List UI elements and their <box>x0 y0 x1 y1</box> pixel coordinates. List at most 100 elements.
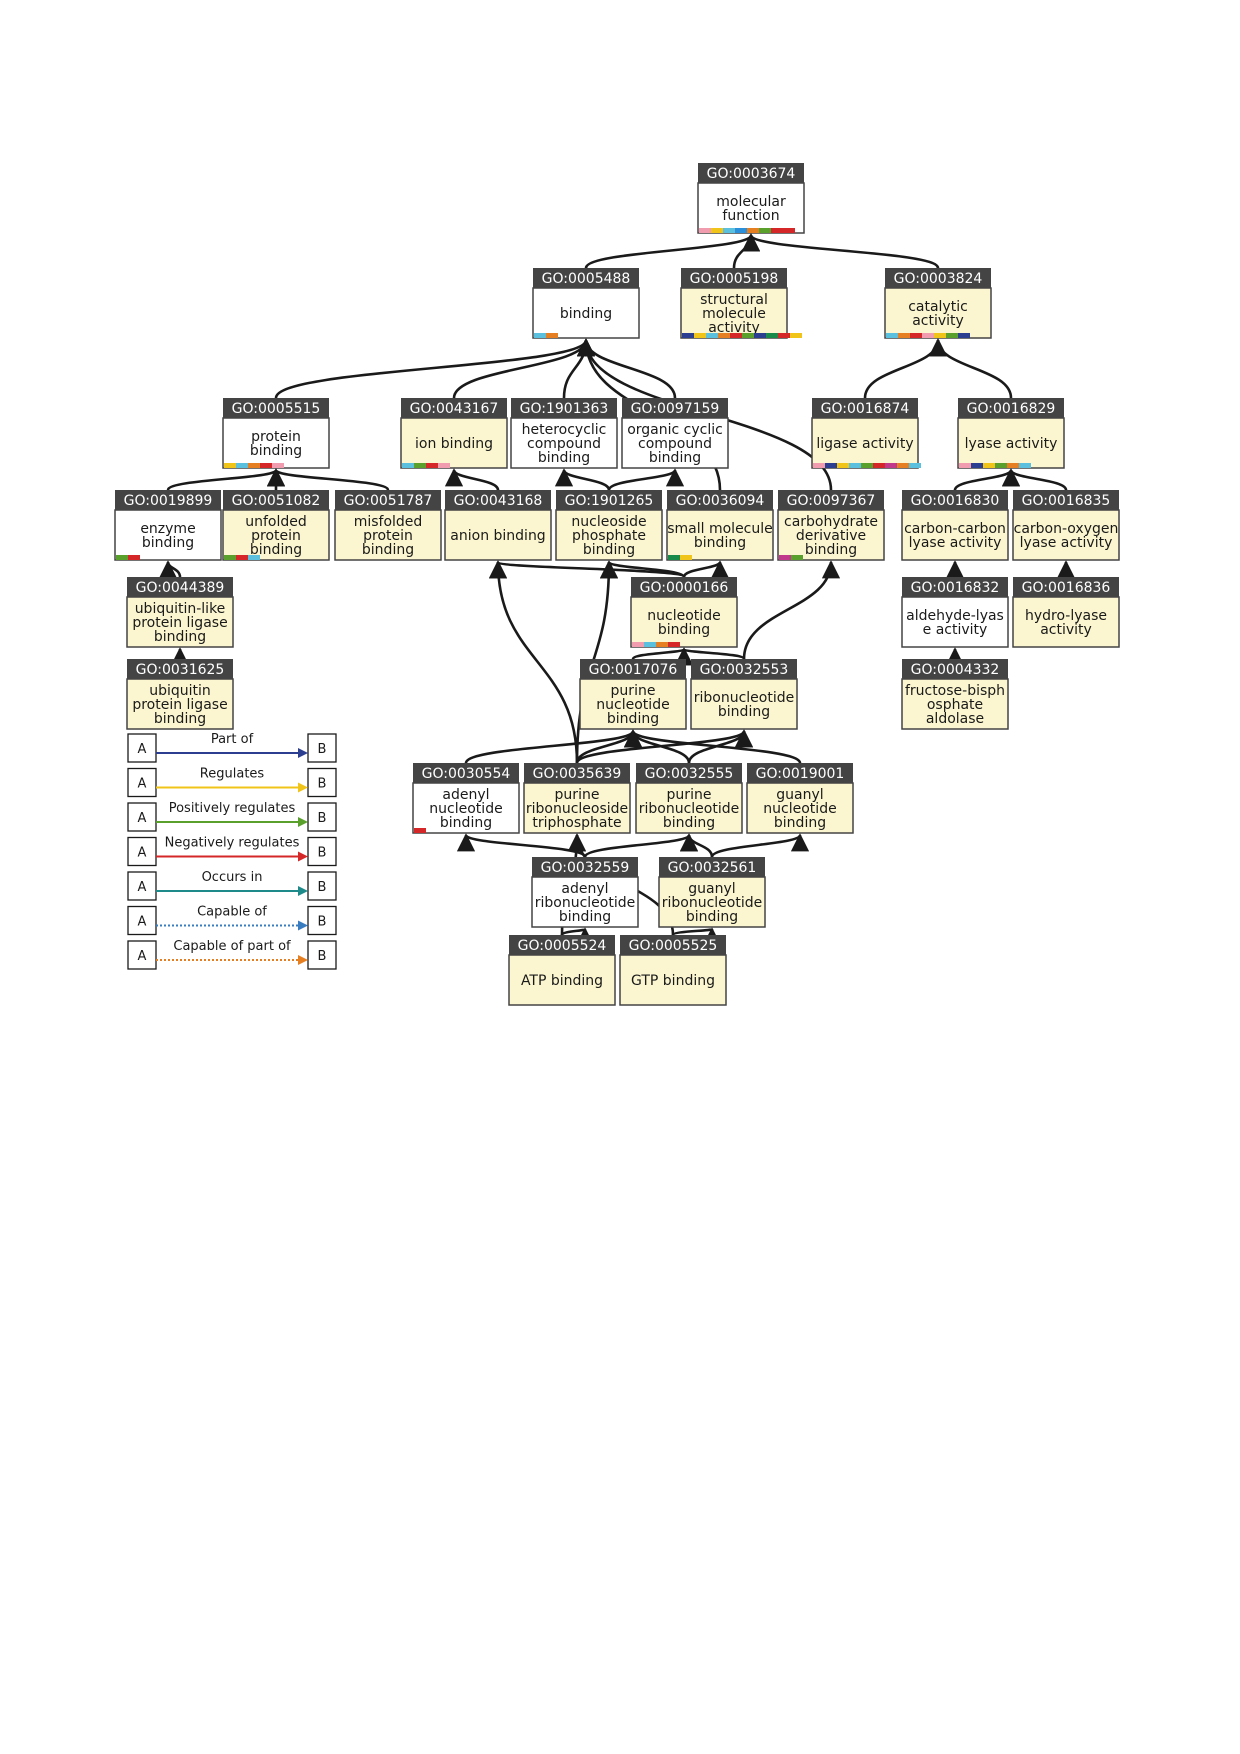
legend-arrow-head <box>298 920 308 931</box>
node-id: GO:0032555 <box>645 766 734 782</box>
annotation-color-bar <box>837 463 849 468</box>
annotation-color-bar <box>873 463 885 468</box>
node-header <box>556 490 662 510</box>
edge-n1901265-to-n97159 <box>607 468 684 491</box>
node-label: binding <box>649 450 701 466</box>
edge-n32553-to-n166 <box>675 647 746 666</box>
edge-n43167-to-n5488 <box>452 338 596 399</box>
legend-box-a-label: A <box>138 880 147 895</box>
annotation-color-bar <box>694 333 706 338</box>
node-header <box>509 935 615 955</box>
node-body <box>114 509 222 561</box>
node-label: ubiquitin-like <box>135 601 226 617</box>
node-header <box>532 857 638 877</box>
legend-label: Occurs in <box>202 870 263 885</box>
node-label: lyase activity <box>1020 535 1113 551</box>
node-label: anion binding <box>450 528 545 544</box>
node-label: binding <box>250 443 302 459</box>
annotation-color-bar <box>656 642 668 647</box>
node-label: compound <box>638 436 712 452</box>
node-label: GTP binding <box>631 973 715 989</box>
legend-label: Capable of part of <box>173 939 291 954</box>
node-header <box>902 577 1008 597</box>
node-label: activity <box>708 320 760 336</box>
legend-box-b-label: B <box>318 846 327 861</box>
go-node[interactable]: GO:0035639purineribonucleosidetriphospha… <box>523 763 631 834</box>
annotation-color-bar <box>224 463 236 468</box>
node-id: GO:0031625 <box>136 662 225 678</box>
edge-n32559-to-n32555 <box>583 833 698 858</box>
node-label: ubiquitin <box>149 683 211 699</box>
node-header <box>622 398 728 418</box>
node-label: nucleotide <box>596 697 669 713</box>
node-body <box>630 596 738 648</box>
node-header <box>620 935 726 955</box>
node-header <box>1013 490 1119 510</box>
node-id: GO:0043167 <box>410 401 499 417</box>
legend-arrow-head <box>298 748 308 758</box>
nodes-layer: GO:0003674molecularfunctionGO:0005488bin… <box>114 163 1120 1006</box>
node-header <box>636 763 742 783</box>
node-label: purine <box>611 683 656 699</box>
node-id: GO:0000166 <box>640 580 729 596</box>
node-label: lyase activity <box>965 436 1058 452</box>
legend-label: Positively regulates <box>169 801 296 816</box>
annotation-color-bar <box>783 228 795 233</box>
node-header <box>445 490 551 510</box>
annotation-color-bar <box>680 555 692 560</box>
annotation-color-bar <box>849 463 861 468</box>
node-label: binding <box>583 542 635 558</box>
annotation-color-bar <box>402 463 414 468</box>
edge-n51787-to-n5515 <box>267 468 390 492</box>
node-label: carbon-oxygen <box>1014 521 1119 537</box>
node-id: GO:0003674 <box>707 166 796 182</box>
node-label: protein <box>363 528 413 544</box>
node-body <box>680 287 788 339</box>
node-id: GO:0005525 <box>629 938 718 954</box>
legend-arrow-head <box>298 886 308 896</box>
node-label: purine <box>555 787 600 803</box>
node-body <box>126 678 234 730</box>
edge-n35639-to-n43168 <box>488 560 579 764</box>
legend-box-a <box>127 836 157 867</box>
node-label: misfolded <box>354 514 423 530</box>
node-header <box>524 763 630 783</box>
node-header <box>659 857 765 877</box>
